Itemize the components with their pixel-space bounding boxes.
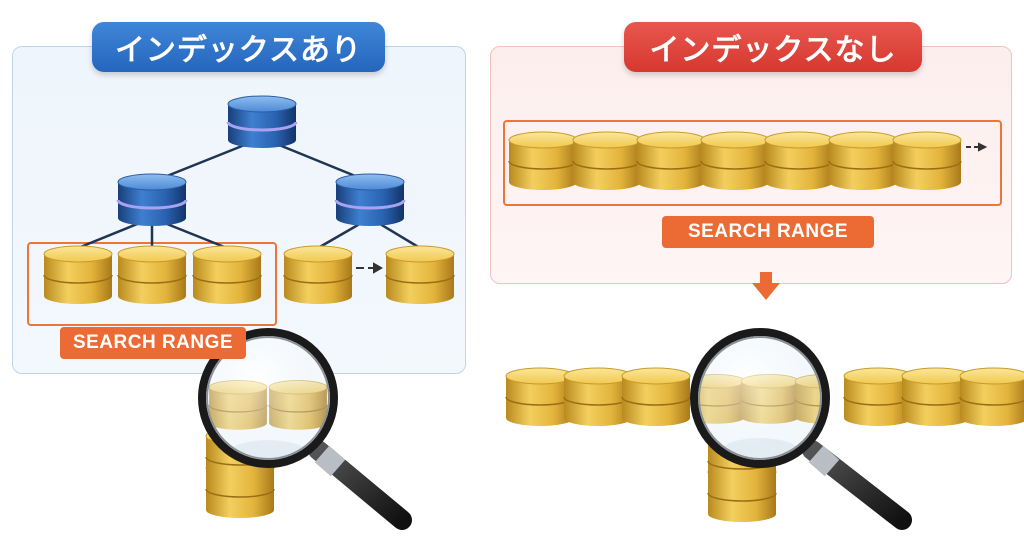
index-node-database-icon [334, 172, 406, 228]
data-database-icon [43, 245, 113, 305]
index-node-database-icon [116, 172, 188, 228]
data-database-icon [959, 367, 1024, 427]
non-indexed-search-range-label: SEARCH RANGE [662, 216, 874, 248]
data-database-icon [700, 131, 770, 191]
non-indexed-search-range-box [503, 120, 1002, 206]
data-database-icon [572, 131, 642, 191]
magnifier-icon [690, 328, 912, 530]
indexed-title: インデックスあり [92, 22, 385, 72]
non-indexed-title: インデックスなし [624, 22, 922, 72]
data-database-icon [764, 131, 834, 191]
data-database-icon [621, 367, 691, 427]
arrow-right-icon [356, 262, 384, 274]
data-database-icon [636, 131, 706, 191]
data-database-icon [385, 245, 455, 305]
indexed-search-range-label: SEARCH RANGE [60, 327, 246, 359]
data-database-icon [192, 245, 262, 305]
arrow-down-icon [752, 272, 780, 300]
data-database-icon [892, 131, 962, 191]
data-database-icon [117, 245, 187, 305]
data-database-icon [283, 245, 353, 305]
index-root-database-icon [226, 94, 298, 150]
magnifier-icon [198, 328, 412, 530]
data-database-icon [508, 131, 578, 191]
arrow-right-icon [966, 142, 988, 152]
data-database-icon [828, 131, 898, 191]
